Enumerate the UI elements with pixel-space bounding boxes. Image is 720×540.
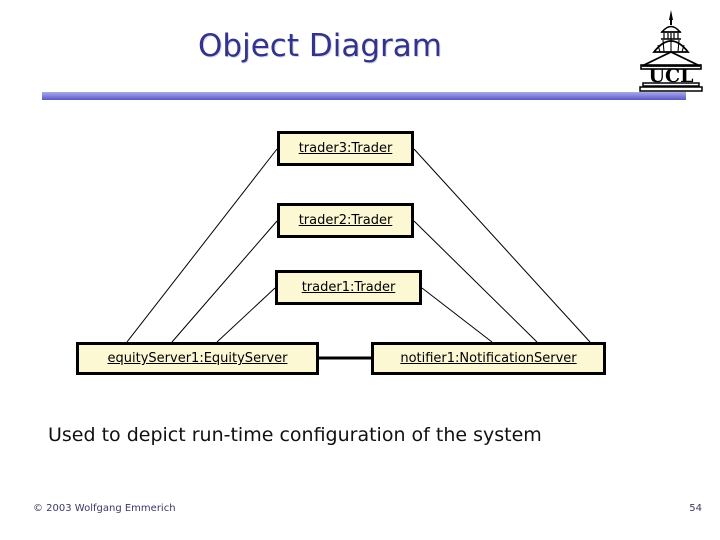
link-trader2-notifier xyxy=(413,220,538,343)
object-box-trader2[interactable]: trader2:Trader xyxy=(277,203,414,238)
object-box-trader1[interactable]: trader1:Trader xyxy=(275,270,422,305)
link-trader2-equityserver xyxy=(171,220,278,343)
footer-page-number: 54 xyxy=(689,503,702,514)
object-label: trader3:Trader xyxy=(298,141,393,156)
object-label: equityServer1:EquityServer xyxy=(107,351,288,366)
object-label: notifier1:NotificationServer xyxy=(400,351,577,366)
object-label: trader1:Trader xyxy=(301,280,396,295)
object-label: trader2:Trader xyxy=(298,213,393,228)
footer-copyright: © 2003 Wolfgang Emmerich xyxy=(33,503,176,514)
link-trader1-notifier xyxy=(421,287,493,343)
object-box-notifier1[interactable]: notifier1:NotificationServer xyxy=(371,342,606,375)
object-box-trader3[interactable]: trader3:Trader xyxy=(277,131,414,166)
title-divider xyxy=(42,92,686,100)
link-trader3-equityserver xyxy=(126,148,278,343)
ucl-logo: UCL xyxy=(632,8,710,92)
page-title: Object Diagram xyxy=(198,28,442,64)
slide-caption: Used to depict run-time configuration of… xyxy=(48,424,542,446)
link-trader3-notifier xyxy=(413,148,591,343)
svg-text:UCL: UCL xyxy=(648,65,693,87)
link-trader1-equityserver xyxy=(216,287,276,343)
object-box-equityserver1[interactable]: equityServer1:EquityServer xyxy=(76,342,319,375)
